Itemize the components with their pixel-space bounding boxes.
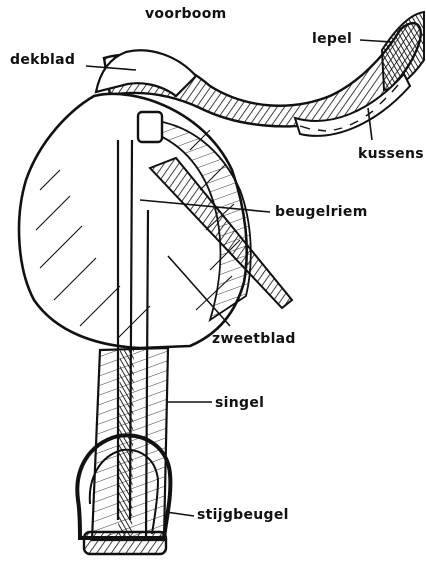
label-beugelriem: beugelriem <box>275 204 368 220</box>
leader-lepel <box>360 40 392 42</box>
label-kussens: kussens <box>358 146 424 162</box>
label-stijgbeugel: stijgbeugel <box>197 507 289 523</box>
strap-buckle <box>138 112 162 142</box>
stijgbeugel-tread <box>84 532 166 554</box>
leader-stijgbeugel <box>166 512 194 516</box>
label-dekblad: dekblad <box>10 52 75 68</box>
label-singel: singel <box>215 395 264 411</box>
label-zweetblad: zweetblad <box>212 331 296 347</box>
label-lepel: lepel <box>312 31 352 47</box>
singel-dark-band <box>118 350 134 540</box>
label-voorboom: voorboom <box>145 6 227 22</box>
